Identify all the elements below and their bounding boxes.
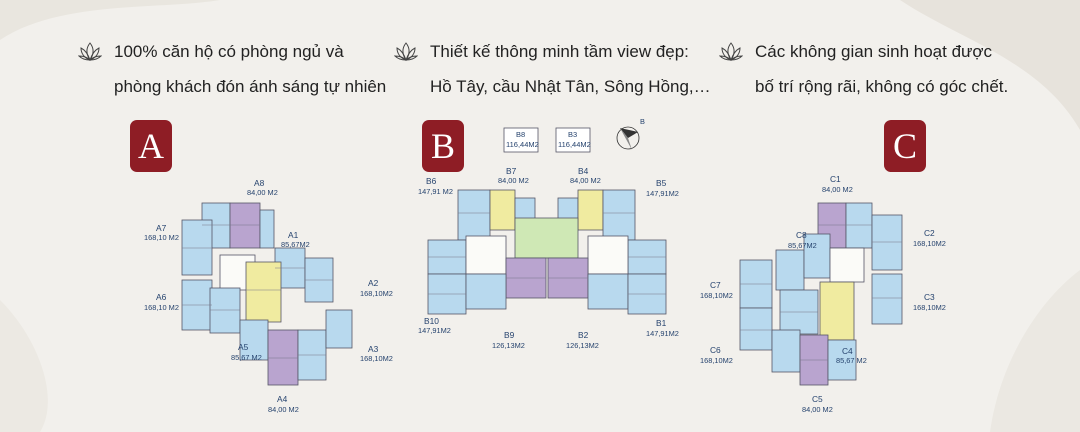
feature-living-space: Các không gian sinh hoạt được bố trí rộn…	[719, 34, 1008, 104]
unit-area: 168,10 M2	[144, 233, 179, 242]
lotus-icon	[394, 42, 418, 61]
feature-line: phòng khách đón ánh sáng tự nhiên	[114, 77, 387, 96]
unit-code: A7	[156, 223, 167, 233]
unit-area: 85,67 M2	[231, 353, 262, 362]
feature-line: 100% căn hộ có phòng ngủ và	[114, 42, 344, 61]
unit-code: B1	[656, 318, 667, 328]
unit-code: C7	[710, 280, 721, 290]
unit-area: 168,10M2	[700, 356, 733, 365]
unit-area: 84,00 M2	[268, 405, 299, 414]
unit-code: A1	[288, 230, 299, 240]
unit-area: 84,00 M2	[822, 185, 853, 194]
unit-code: B6	[426, 176, 437, 186]
lotus-icon	[78, 42, 102, 61]
unit-b3-box	[555, 127, 591, 153]
building-a-floorplan: A8 84,00 M2 A7 168,10 M2 A1 85,67M2 A2 1…	[144, 178, 393, 414]
feature-smart-design: Thiết kế thông minh tầm view đẹp: Hồ Tây…	[394, 34, 711, 104]
unit-code: C1	[830, 174, 841, 184]
building-b-badge: B	[422, 120, 464, 172]
unit-b8-box	[503, 127, 539, 153]
unit-area: 168,10M2	[913, 303, 946, 312]
unit-area: 84,00 M2	[247, 188, 278, 197]
unit-area: 126,13M2	[492, 341, 525, 350]
building-b-floorplan: B8 116,44M2 B3 116,44M2 B B6 147,91 M2 B…	[418, 118, 679, 350]
unit-code: C4	[842, 346, 853, 356]
unit-code: C3	[924, 292, 935, 302]
lotus-icon	[719, 42, 743, 61]
unit-area: 147,91M2	[646, 329, 679, 338]
unit-code: B7	[506, 166, 517, 176]
unit-code: B10	[424, 316, 439, 326]
feature-line: Thiết kế thông minh tầm view đẹp:	[430, 42, 689, 61]
unit-code: B3	[568, 130, 577, 139]
unit-area: 168,10M2	[360, 354, 393, 363]
unit-code: A2	[368, 278, 379, 288]
unit-area: 116,44M2	[558, 140, 591, 149]
unit-code: B9	[504, 330, 515, 340]
unit-code: A8	[254, 178, 265, 188]
unit-area: 84,00 M2	[802, 405, 833, 414]
unit-code: A5	[238, 342, 249, 352]
compass-icon	[616, 126, 640, 150]
feature-line: Các không gian sinh hoạt được	[755, 42, 993, 61]
unit-code: C5	[812, 394, 823, 404]
unit-area: 147,91M2	[646, 189, 679, 198]
unit-code: A3	[368, 344, 379, 354]
unit-code: B4	[578, 166, 589, 176]
unit-area: 168,10 M2	[144, 303, 179, 312]
unit-area: 126,13M2	[566, 341, 599, 350]
unit-area: 84,00 M2	[570, 176, 601, 185]
unit-area: 147,91 M2	[418, 187, 453, 196]
unit-code: C6	[710, 345, 721, 355]
unit-code: B8	[516, 130, 525, 139]
unit-area: 85,67M2	[788, 241, 817, 250]
unit-area: 85,67M2	[281, 240, 310, 249]
building-c-floorplan: C1 84,00 M2 C8 85,67M2 C2 168,10M2 C7 16…	[700, 174, 946, 414]
unit-area: 168,10M2	[360, 289, 393, 298]
feature-natural-light: 100% căn hộ có phòng ngủ và phòng khách …	[78, 34, 386, 104]
unit-code: A6	[156, 292, 167, 302]
building-c-badge: C	[884, 120, 926, 172]
unit-area: 168,10M2	[913, 239, 946, 248]
compass-label: B	[640, 118, 645, 126]
feature-line: Hồ Tây, cầu Nhật Tân, Sông Hồng,…	[430, 77, 711, 96]
unit-area: 116,44M2	[506, 140, 539, 149]
unit-area: 84,00 M2	[498, 176, 529, 185]
unit-code: C8	[796, 230, 807, 240]
unit-area: 147,91M2	[418, 326, 451, 335]
unit-code: A4	[277, 394, 288, 404]
unit-code: B2	[578, 330, 589, 340]
building-a-badge: A	[130, 120, 172, 172]
unit-area: 168,10M2	[700, 291, 733, 300]
unit-area: 85,67 M2	[836, 356, 867, 365]
unit-code: C2	[924, 228, 935, 238]
unit-code: B5	[656, 178, 667, 188]
feature-line: bố trí rộng rãi, không có góc chết.	[755, 77, 1009, 96]
